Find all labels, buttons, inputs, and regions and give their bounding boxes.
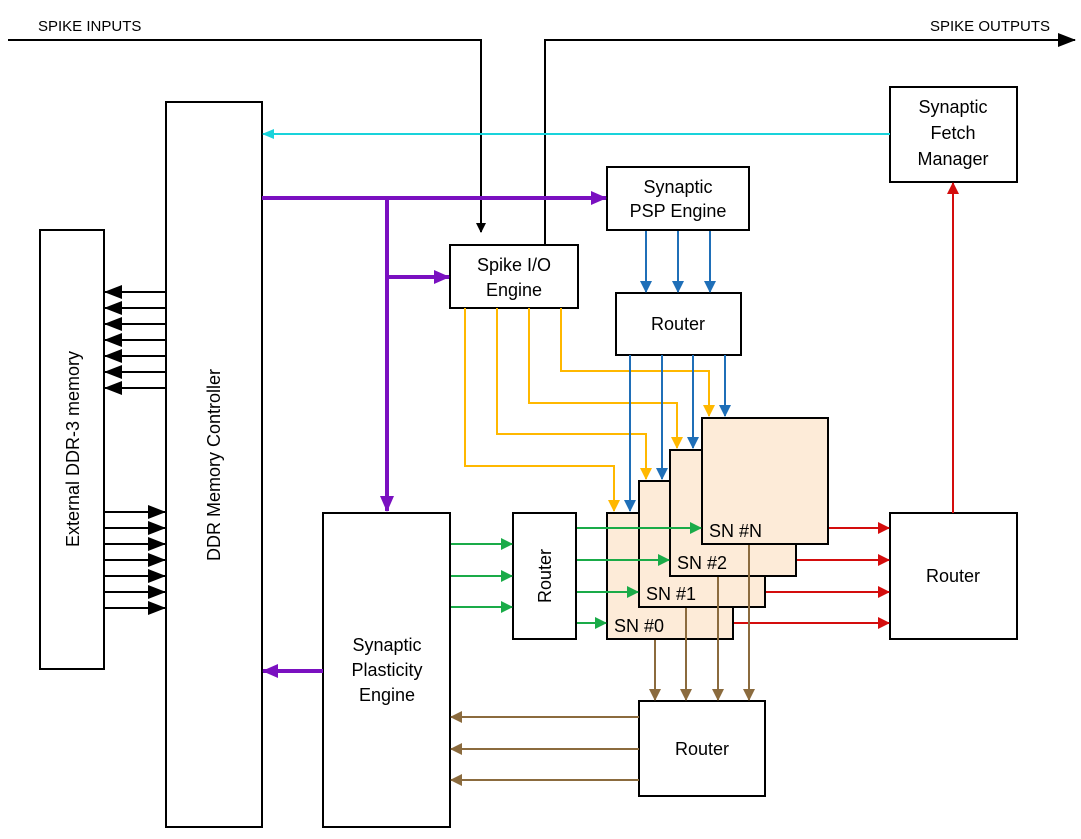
psp-to-router-arrows xyxy=(640,231,716,293)
spike-io-to-sn-arrows xyxy=(464,308,715,512)
spike-io-line-2: Engine xyxy=(486,280,542,300)
router-right: Router xyxy=(889,512,1018,640)
psp-engine-line-2: PSP Engine xyxy=(630,201,727,221)
plasticity-line-3: Engine xyxy=(359,685,415,705)
psp-engine-line-1: Synaptic xyxy=(643,177,712,197)
sn-to-router-red-arrows xyxy=(734,522,890,629)
sn-0-label: SN #0 xyxy=(614,616,664,636)
spike-io-engine: Spike I/O Engine xyxy=(449,244,579,309)
synaptic-plasticity-engine: Synaptic Plasticity Engine xyxy=(322,512,451,828)
sn-2-label: SN #2 xyxy=(677,553,727,573)
spike-io-line-1: Spike I/O xyxy=(477,255,551,275)
spike-input-line xyxy=(8,39,486,233)
router-bottom-label: Router xyxy=(675,739,729,759)
synaptic-fetch-manager: Synaptic Fetch Manager xyxy=(889,86,1018,183)
bottom-router-to-plasticity-arrows xyxy=(450,711,639,786)
fetch-manager-line-3: Manager xyxy=(917,149,988,169)
spike-output-line xyxy=(544,33,1076,244)
fetch-manager-line-1: Synaptic xyxy=(918,97,987,117)
sn-n: SN #N xyxy=(701,417,829,545)
spike-inputs-label: SPIKE INPUTS xyxy=(38,18,141,35)
sn-n-label: SN #N xyxy=(709,521,762,541)
router-left-label: Router xyxy=(535,549,555,603)
router-left: Router xyxy=(512,512,577,640)
external-ddr3-memory: External DDR-3 memory xyxy=(39,229,105,670)
spike-outputs-label: SPIKE OUTPUTS xyxy=(930,18,1050,35)
controller-to-mem-bus xyxy=(104,505,166,615)
router-to-sn-green-arrows xyxy=(577,522,702,629)
ddr-memory-controller: DDR Memory Controller xyxy=(165,101,263,828)
sn-stack: SN #0 SN #1 SN #2 SN #N xyxy=(606,417,829,640)
fetch-manager-line-2: Fetch xyxy=(930,123,975,143)
router-bottom: Router xyxy=(638,700,766,797)
plasticity-to-router-arrows xyxy=(451,538,513,613)
router-top-label: Router xyxy=(651,314,705,334)
purple-bus xyxy=(262,191,607,678)
plasticity-line-1: Synaptic xyxy=(352,635,421,655)
plasticity-line-2: Plasticity xyxy=(351,660,422,680)
synaptic-psp-engine: Synaptic PSP Engine xyxy=(606,166,750,231)
router-top: Router xyxy=(615,292,742,356)
ddr-controller-label: DDR Memory Controller xyxy=(204,369,224,561)
external-ddr3-label: External DDR-3 memory xyxy=(63,351,83,547)
router-right-label: Router xyxy=(926,566,980,586)
mem-to-controller-bus xyxy=(104,285,166,395)
router-to-sn-arrows xyxy=(624,355,731,512)
sn-1-label: SN #1 xyxy=(646,584,696,604)
sn-to-bottom-router-arrows xyxy=(649,545,755,701)
